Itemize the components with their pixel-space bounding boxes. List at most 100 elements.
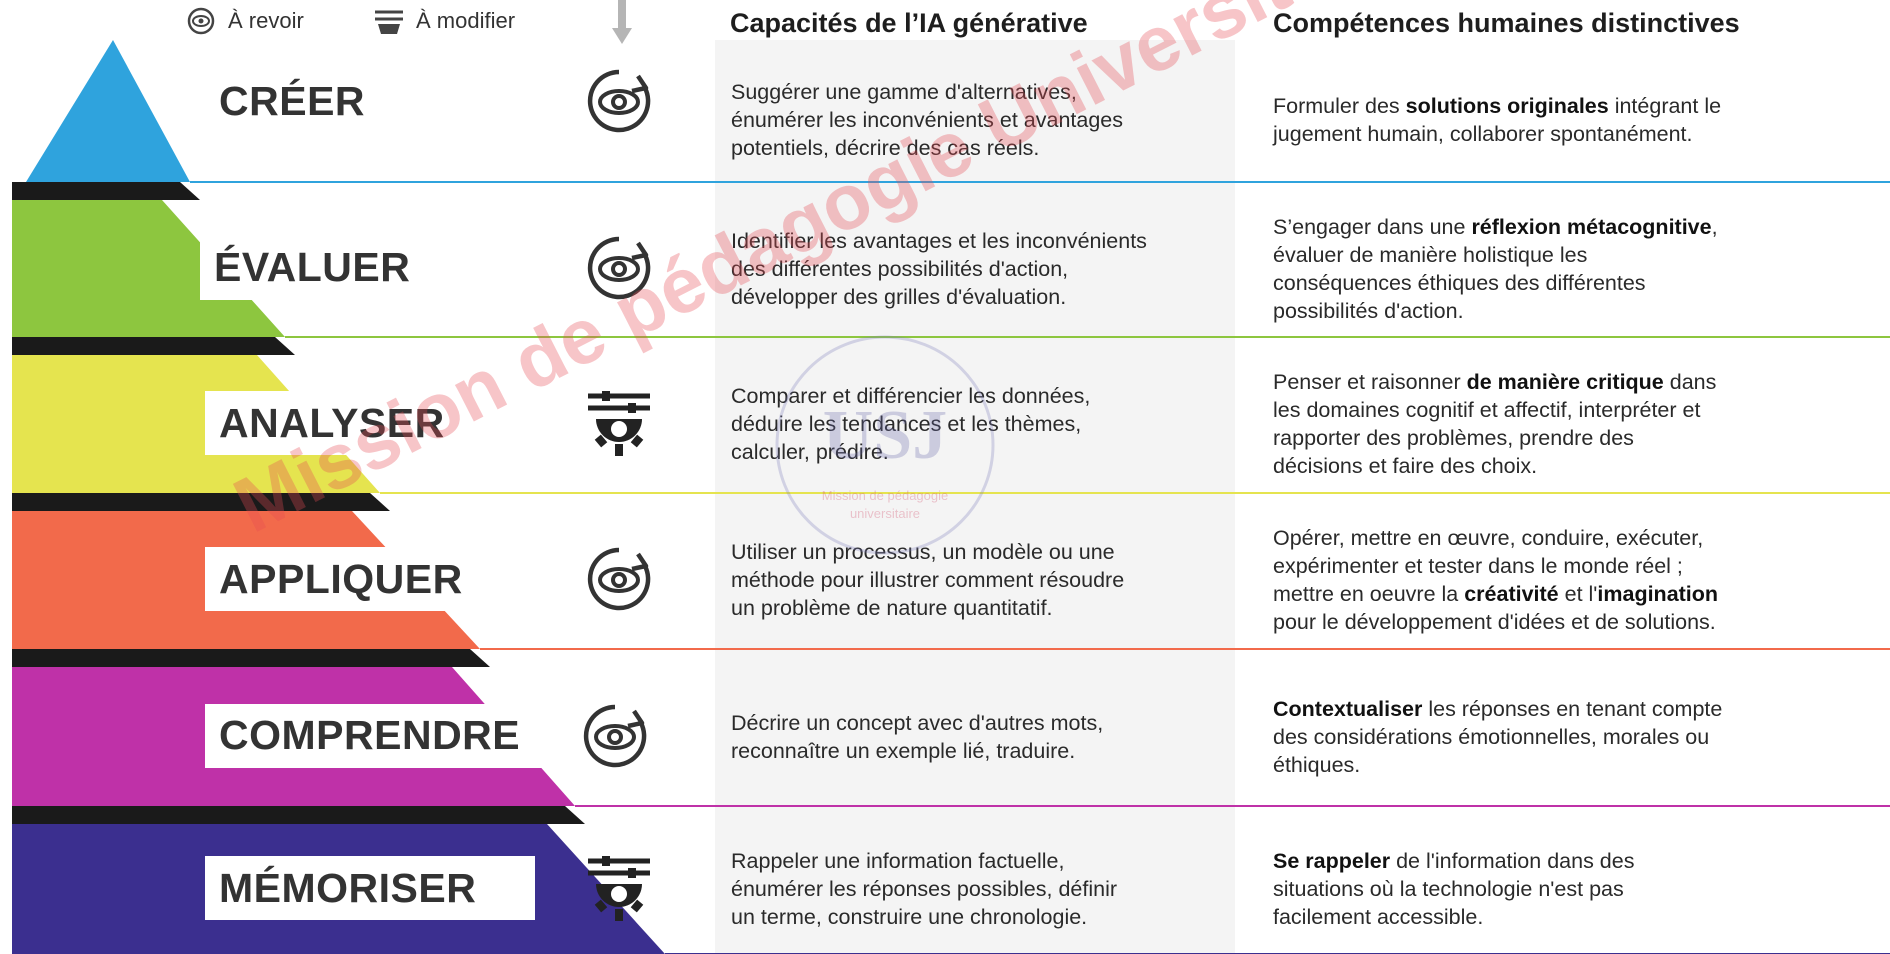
level-label-3: APPLIQUER — [205, 547, 505, 611]
ai-capability-line: déduire les tendances et les thèmes, — [731, 412, 1082, 436]
ai-capability-line: énumérer les réponses possibles, définir — [731, 877, 1118, 901]
human-skill-text: Formuler des solutions originales intégr… — [1273, 58, 1873, 182]
human-skill-line: situations où la technologie n'est pas — [1273, 875, 1873, 903]
level-label-0: CRÉER — [205, 69, 375, 133]
plain-text: des considérations émotionnelles, morale… — [1273, 724, 1710, 749]
human-skill-line: Opérer, mettre en œuvre, conduire, exécu… — [1273, 524, 1873, 552]
ai-capability-line: Décrire un concept avec d'autres mots, — [731, 710, 1104, 735]
human-skill-line: Contextualiser les réponses en tenant co… — [1273, 695, 1873, 723]
plain-text: Opérer, mettre en œuvre, conduire, exécu… — [1273, 526, 1704, 550]
human-skill-text: Contextualiser les réponses en tenant co… — [1273, 667, 1873, 806]
human-skill-line: Formuler des solutions originales intégr… — [1273, 92, 1873, 120]
ai-capability-line: des différentes possibilités d'action, — [731, 256, 1069, 281]
human-skill-line: Penser et raisonner de manière critique … — [1273, 368, 1873, 396]
gear-sliders-icon — [582, 386, 656, 460]
human-skill-line: jugement humain, collaborer spontanément… — [1273, 120, 1873, 148]
plain-text: conséquences éthiques des différentes — [1273, 270, 1646, 295]
emphasis-text: Contextualiser — [1273, 696, 1423, 721]
eye-refresh-icon — [582, 231, 656, 305]
plain-text: mettre en oeuvre la — [1273, 582, 1465, 606]
plain-text: pour le développement d'idées et de solu… — [1273, 610, 1716, 634]
human-skill-line: mettre en oeuvre la créativité et l'imag… — [1273, 580, 1873, 608]
plain-text: , — [1711, 214, 1718, 239]
plain-text: possibilités d'action. — [1273, 298, 1464, 323]
ai-capability-text: Décrire un concept avec d'autres mots, re… — [731, 667, 1231, 806]
human-skill-line: Se rappeler de l'information dans des — [1273, 847, 1873, 875]
plain-text: facilement accessible. — [1273, 905, 1484, 929]
ai-capability-line: développer des grilles d'évaluation. — [731, 284, 1067, 309]
legend-review-label: À revoir — [228, 8, 304, 33]
human-skill-line: pour le développement d'idées et de solu… — [1273, 608, 1873, 636]
ai-capability-line: un problème de nature quantitatif. — [731, 596, 1053, 620]
human-skill-line: décisions et faire des choix. — [1273, 452, 1873, 480]
plain-text: et l' — [1558, 582, 1598, 606]
ai-capability-line: Utiliser un processus, un modèle ou une — [731, 540, 1115, 564]
human-skill-line: S’engager dans une réflexion métacogniti… — [1273, 213, 1873, 241]
ai-capability-line: un terme, construire une chronologie. — [731, 905, 1088, 929]
legend-review: À revoir — [184, 6, 304, 36]
human-skill-line: éthiques. — [1273, 751, 1873, 779]
plain-text: les domaines cognitif et affectif, inter… — [1273, 398, 1701, 422]
level-label-1: ÉVALUER — [200, 235, 440, 300]
eye-refresh-icon — [184, 6, 218, 36]
ai-capability-line: énumérer les inconvénients et avantages — [731, 108, 1124, 132]
ai-capability-text: Suggérer une gamme d'alternatives, énumér… — [731, 58, 1231, 182]
human-skill-line: rapporter des problèmes, prendre des — [1273, 424, 1873, 452]
human-skill-text: S’engager dans une réflexion métacogniti… — [1273, 200, 1873, 337]
plain-text: Formuler des — [1273, 94, 1406, 118]
human-skill-line: évaluer de manière holistique les — [1273, 241, 1873, 269]
pyramid-band — [26, 40, 190, 182]
ai-column-background — [715, 40, 1235, 954]
human-skill-text: Opérer, mettre en œuvre, conduire, exécu… — [1273, 511, 1873, 649]
legend-modify: À modifier — [372, 6, 515, 36]
level-label-5: MÉMORISER — [205, 856, 535, 920]
emphasis-text: réflexion métacognitive — [1471, 214, 1712, 239]
emphasis-text: de manière critique — [1466, 370, 1664, 394]
plain-text: décisions et faire des choix. — [1273, 454, 1538, 478]
human-skill-line: expérimenter et tester dans le monde rée… — [1273, 552, 1873, 580]
plain-text: Penser et raisonner — [1273, 370, 1467, 394]
plain-text: de l'information dans des — [1390, 849, 1635, 873]
emphasis-text: Se rappeler — [1273, 849, 1391, 873]
eye-refresh-icon — [578, 699, 652, 773]
down-arrow-icon — [612, 0, 632, 44]
ai-capabilities-header: Capacités de l’IA générative — [730, 8, 1088, 38]
pyramid-shelf — [12, 649, 490, 667]
ai-capability-line: méthode pour illustrer comment résoudre — [731, 568, 1125, 592]
ai-capability-line: Identifier les avantages et les inconvén… — [731, 228, 1147, 253]
human-skill-line: conséquences éthiques des différentes — [1273, 269, 1873, 297]
ai-capability-line: calculer, prédire. — [731, 440, 889, 464]
plain-text: intégrant le — [1608, 94, 1722, 118]
ai-capability-line: Suggérer une gamme d'alternatives, — [731, 80, 1077, 104]
pyramid-shelf — [12, 493, 390, 511]
plain-text: situations où la technologie n'est pas — [1273, 877, 1624, 901]
plain-text: dans — [1663, 370, 1717, 394]
ai-capability-line: Rappeler une information factuelle, — [731, 849, 1065, 873]
gear-sliders-icon — [582, 851, 656, 925]
ai-capability-text: Comparer et différencier les données, déd… — [731, 355, 1231, 493]
human-skills-header: Compétences humaines distinctives — [1273, 8, 1740, 38]
level-label-2: ANALYSER — [205, 391, 475, 455]
human-skill-line: des considérations émotionnelles, morale… — [1273, 723, 1873, 751]
human-skill-text: Penser et raisonner de manière critique … — [1273, 355, 1873, 493]
human-skill-line: les domaines cognitif et affectif, inter… — [1273, 396, 1873, 424]
eye-refresh-icon — [582, 64, 656, 138]
level-label-4: COMPRENDRE — [205, 703, 595, 768]
human-skill-line: facilement accessible. — [1273, 903, 1873, 931]
plain-text: les réponses en tenant compte — [1422, 696, 1723, 721]
ai-capability-text: Utiliser un processus, un modèle ou une m… — [731, 511, 1231, 649]
ai-capability-line: Comparer et différencier les données, — [731, 384, 1091, 408]
gear-sliders-icon — [372, 6, 406, 36]
plain-text: expérimenter et tester dans le monde rée… — [1273, 554, 1683, 578]
emphasis-text: créativité — [1464, 582, 1559, 606]
pyramid-shelf — [12, 337, 295, 355]
pyramid-shelf — [12, 806, 585, 824]
human-skill-line: possibilités d'action. — [1273, 297, 1873, 325]
plain-text: éthiques. — [1273, 752, 1361, 777]
ai-capability-line: reconnaître un exemple lié, traduire. — [731, 738, 1076, 763]
plain-text: jugement humain, collaborer spontanément… — [1273, 122, 1693, 146]
ai-capability-text: Rappeler une information factuelle, énumé… — [731, 824, 1231, 954]
ai-capability-line: potentiels, décrire des cas réels. — [731, 136, 1040, 160]
